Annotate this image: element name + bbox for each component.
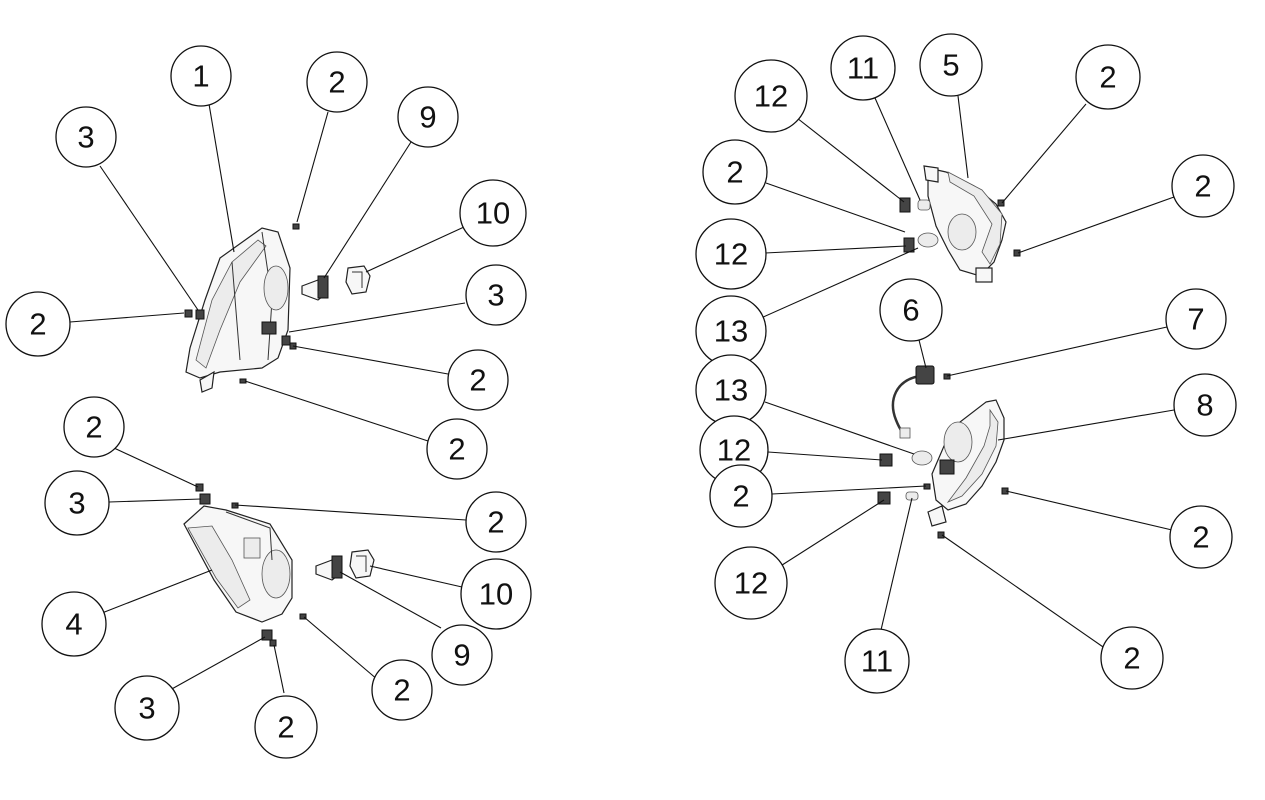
svg-text:2: 2 (277, 710, 294, 745)
svg-text:5: 5 (942, 48, 959, 83)
callout-2: 2 (465, 491, 527, 553)
svg-text:2: 2 (1192, 520, 1209, 555)
headlight-assembly-lower (183, 505, 293, 623)
svg-text:2: 2 (726, 155, 743, 190)
svg-text:12: 12 (717, 433, 751, 468)
svg-text:13: 13 (714, 314, 748, 349)
svg-text:12: 12 (714, 237, 748, 272)
callout-2: 2 (702, 139, 768, 205)
callout-11: 11 (830, 35, 896, 101)
bulbs-sockets-lower (877, 450, 1009, 539)
callout-8: 8 (1173, 373, 1237, 437)
bulb-cap-upper (345, 265, 371, 295)
svg-text:2: 2 (1099, 60, 1116, 95)
svg-text:2: 2 (328, 65, 345, 100)
callout-11: 11 (844, 628, 910, 694)
callout-9: 9 (397, 86, 459, 148)
callout-2: 2 (5, 291, 71, 357)
callout-10: 10 (460, 558, 532, 630)
callout-4: 4 (41, 591, 107, 657)
svg-text:2: 2 (393, 673, 410, 708)
callout-2: 2 (426, 418, 488, 480)
svg-text:10: 10 (476, 196, 510, 231)
svg-text:2: 2 (29, 307, 46, 342)
svg-text:1: 1 (192, 59, 209, 94)
svg-text:6: 6 (902, 293, 919, 328)
svg-text:12: 12 (734, 566, 768, 601)
callout-5: 5 (919, 33, 983, 97)
callout-7: 7 (1165, 288, 1227, 350)
bulbs-sockets-upper (899, 197, 1021, 257)
callout-2: 2 (371, 659, 433, 721)
callout-13: 13 (695, 354, 767, 426)
callout-2: 2 (709, 464, 773, 528)
callout-6: 6 (879, 278, 943, 342)
svg-text:7: 7 (1187, 302, 1204, 337)
svg-text:9: 9 (453, 638, 470, 673)
callout-2: 2 (254, 695, 318, 759)
callout-3: 3 (44, 470, 110, 536)
callout-12: 12 (695, 218, 767, 290)
svg-text:3: 3 (77, 120, 94, 155)
svg-text:10: 10 (479, 577, 513, 612)
svg-text:4: 4 (65, 607, 82, 642)
callouts: 1 2 3 9 10 2 3 2 2 2 3 2 4 10 9 2 3 2 12… (5, 33, 1237, 759)
svg-text:3: 3 (487, 278, 504, 313)
callout-12: 12 (714, 546, 788, 620)
svg-text:2: 2 (732, 479, 749, 514)
svg-text:3: 3 (68, 486, 85, 521)
svg-text:9: 9 (419, 100, 436, 135)
callout-10: 10 (459, 179, 527, 247)
leader-lines (69, 95, 1175, 694)
callout-3: 3 (465, 264, 527, 326)
svg-text:2: 2 (448, 432, 465, 467)
bulb-cap-lower (349, 549, 375, 579)
callout-2: 2 (63, 396, 125, 458)
tail-light-assembly-upper (923, 165, 1007, 283)
callout-3: 3 (114, 675, 180, 741)
callout-1: 1 (170, 45, 232, 107)
bulb-lower (315, 555, 343, 581)
callout-2: 2 (1100, 626, 1164, 690)
callout-2: 2 (306, 51, 368, 113)
wire-harness (891, 365, 951, 439)
callout-2: 2 (1169, 505, 1233, 569)
callout-3: 3 (55, 106, 117, 168)
svg-text:11: 11 (861, 644, 893, 679)
svg-text:13: 13 (714, 373, 748, 408)
svg-text:2: 2 (1194, 169, 1211, 204)
callout-2: 2 (1075, 44, 1141, 110)
callout-9: 9 (431, 624, 493, 686)
callout-2: 2 (447, 349, 509, 411)
callout-2: 2 (1171, 154, 1235, 218)
svg-text:12: 12 (754, 79, 788, 114)
svg-text:11: 11 (847, 51, 879, 86)
svg-text:3: 3 (138, 691, 155, 726)
svg-text:2: 2 (469, 363, 486, 398)
svg-text:2: 2 (487, 505, 504, 540)
svg-text:2: 2 (1123, 641, 1140, 676)
callout-12: 12 (734, 59, 808, 133)
svg-text:8: 8 (1196, 388, 1213, 423)
svg-text:2: 2 (85, 410, 102, 445)
tail-light-assembly-lower (927, 399, 1005, 527)
headlight-assembly-upper (185, 227, 291, 393)
bulb-upper (301, 275, 329, 301)
